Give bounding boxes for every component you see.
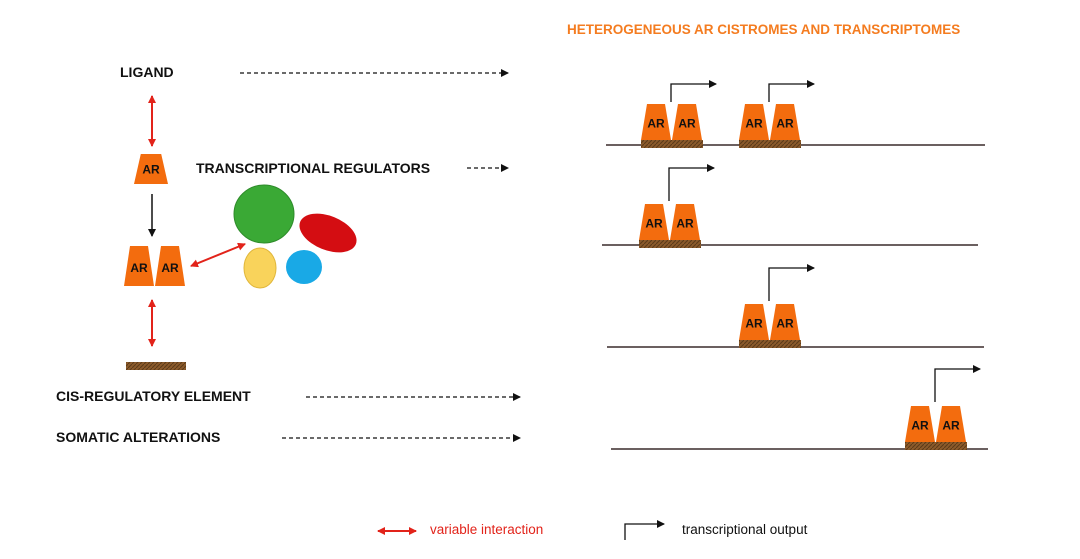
output-arrow-row1-a — [670, 80, 717, 102]
dimer-row4-ar-right — [936, 406, 966, 442]
dimer-row2-ar-right-label: AR — [676, 216, 694, 230]
dimer-row1-b-ar-left-label: AR — [745, 116, 763, 130]
element-row2 — [639, 240, 701, 248]
element-row4 — [905, 442, 967, 450]
diagram-title: HETEROGENEOUS AR CISTROMES AND TRANSCRIP… — [567, 22, 961, 37]
output-arrow-row3 — [768, 264, 815, 301]
legend-transcriptional-output-arrow — [624, 520, 665, 540]
dimer-row3-ar-left-label: AR — [745, 316, 763, 330]
cis-element-block — [126, 362, 186, 370]
dimer-row1-a-ar-left — [641, 104, 671, 140]
somatic-alterations-label: SOMATIC ALTERATIONS — [56, 429, 221, 445]
ar-dimer-right — [155, 246, 185, 286]
dimer-row2-ar-left-label: AR — [645, 216, 663, 230]
dimer-row3-ar-right — [770, 304, 800, 340]
green-coregulator — [233, 184, 295, 244]
element-row3 — [739, 340, 801, 348]
transcriptional-regulators-label: TRANSCRIPTIONAL REGULATORS — [196, 160, 431, 176]
element-row1-b — [739, 140, 801, 148]
blue-coregulator — [286, 250, 322, 284]
yellow-coregulator — [243, 247, 277, 289]
legend-variable-interaction-label: variable interaction — [430, 522, 544, 537]
dimer-row1-a-ar-left-label: AR — [647, 116, 665, 130]
coregulator-interaction-arrow — [190, 242, 246, 268]
dimer-row1-b-ar-left — [739, 104, 769, 140]
legend-transcriptional-output-label: transcriptional output — [682, 522, 808, 537]
red-coregulator — [299, 213, 357, 253]
output-arrow-row1-b — [768, 80, 815, 102]
dimer-row3-ar-left — [739, 304, 769, 340]
dimer-row1-b-ar-right-label: AR — [776, 116, 794, 130]
ar-dimer-right-label: AR — [161, 261, 179, 275]
cis-regulatory-element-label: CIS-REGULATORY ELEMENT — [56, 388, 251, 404]
dimer-row1-a-ar-right — [672, 104, 702, 140]
dimer-row3-ar-right-label: AR — [776, 316, 794, 330]
ar-monomer-label: AR — [142, 163, 160, 177]
ligand-label: LIGAND — [120, 64, 174, 80]
ar-monomer — [134, 154, 168, 184]
ar-dimer-left — [124, 246, 154, 286]
dimer-row1-a-ar-right-label: AR — [678, 116, 696, 130]
element-row1-a — [641, 140, 703, 148]
ar-dimer-left-label: AR — [130, 261, 148, 275]
dimer-row4-ar-left — [905, 406, 935, 442]
output-arrow-row4 — [934, 365, 981, 402]
dimer-row2-ar-right — [670, 204, 700, 240]
dimer-row2-ar-left — [639, 204, 669, 240]
dimer-row4-ar-right-label: AR — [942, 418, 960, 432]
dimer-row1-b-ar-right — [770, 104, 800, 140]
output-arrow-row2 — [668, 164, 715, 201]
dimer-row4-ar-left-label: AR — [911, 418, 929, 432]
